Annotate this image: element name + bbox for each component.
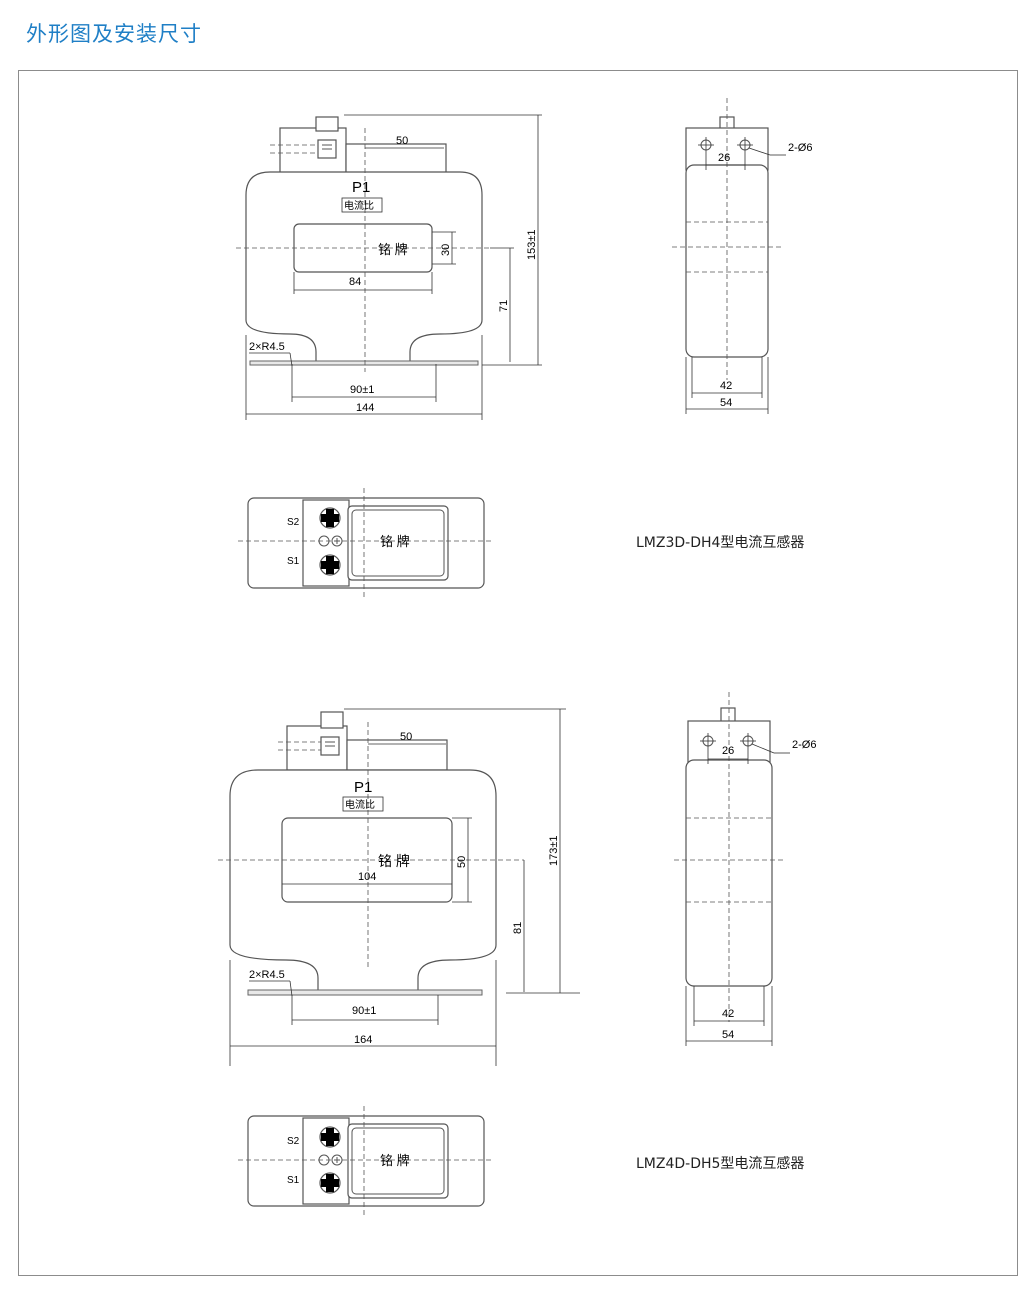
d2-ratio-label: 电流比 — [345, 798, 375, 811]
d2-dim-height: 173±1 — [548, 835, 560, 866]
d1-top-plate — [345, 143, 447, 175]
d2-dim-window-h: 50 — [456, 856, 468, 868]
d2-nameplate-label: 铭 牌 — [378, 853, 410, 869]
d2-front-view: P1 电流比 铭 牌 50 50 104 173±1 81 2×R4.5 90±… — [218, 708, 580, 1066]
d1-dim-center: 71 — [498, 300, 510, 312]
d2-top-plate — [346, 739, 448, 771]
d2-dim-radius: 2×R4.5 — [249, 969, 285, 981]
d1-dim-window-h: 30 — [440, 244, 452, 256]
d1-base-plate — [249, 360, 479, 366]
d1-dim-radius: 2×R4.5 — [249, 341, 285, 353]
d1-side-dim-inner: 42 — [720, 380, 732, 392]
d1-dim-top: 50 — [396, 135, 408, 147]
d1-caption: LMZ3D-DH4型电流互感器 — [636, 534, 804, 551]
d1-bottom-nameplate — [347, 505, 449, 581]
d2-side-dim-inner: 42 — [722, 1008, 734, 1020]
d2-side-dim-holes: 2-Ø6 — [792, 739, 816, 751]
d2-dim-width: 164 — [354, 1034, 372, 1046]
d2-side-dim-outer: 54 — [722, 1029, 734, 1041]
d1-dim-window-w: 84 — [349, 276, 361, 288]
d1-window — [293, 223, 433, 273]
d2-side-view: 26 2-Ø6 42 54 — [674, 692, 816, 1046]
d1-front-view: P1 电流比 铭 牌 50 30 84 153±1 71 2×R4.5 90± — [236, 114, 542, 420]
d1-side-dim-spacing: 26 — [718, 152, 730, 164]
d2-p1-label: P1 — [354, 779, 372, 796]
d1-dim-mount: 90±1 — [350, 384, 374, 396]
d2-side-dim-spacing: 26 — [722, 745, 734, 757]
d1-dim-height: 153±1 — [526, 229, 538, 260]
d2-caption: LMZ4D-DH5型电流互感器 — [636, 1155, 804, 1172]
d1-dim-width: 144 — [356, 402, 374, 414]
d1-side-view: 26 2-Ø6 42 54 — [672, 98, 812, 414]
d2-bottom-view: S2 S1 铭 牌 — [238, 1106, 494, 1216]
d1-s1-label: S1 — [287, 556, 300, 567]
d2-dim-mount: 90±1 — [352, 1005, 376, 1017]
d2-bottom-nameplate-label: 铭 牌 — [380, 1153, 410, 1168]
d2-terminal-tab — [320, 711, 344, 729]
d2-dim-top: 50 — [400, 731, 412, 743]
d1-side-dim-outer: 54 — [720, 397, 732, 409]
d1-bottom-view: S2 S1 铭 牌 — [238, 488, 494, 598]
d1-nameplate-label: 铭 牌 — [378, 242, 408, 257]
d2-bottom-nameplate — [347, 1123, 449, 1199]
page-title: 外形图及安装尺寸 — [26, 22, 202, 46]
d1-s2-label: S2 — [287, 517, 300, 528]
drawing-frame — [18, 70, 1018, 1276]
d2-dim-window-w: 104 — [358, 871, 376, 883]
d1-bottom-nameplate-label: 铭 牌 — [380, 534, 410, 549]
d2-dim-center: 81 — [512, 922, 524, 934]
d2-s1-label: S1 — [287, 1175, 300, 1186]
d1-terminal-tab — [315, 116, 339, 132]
d2-s2-label: S2 — [287, 1136, 300, 1147]
d1-ratio-label: 电流比 — [344, 199, 374, 212]
d1-side-dim-holes: 2-Ø6 — [788, 142, 812, 154]
d1-p1-label: P1 — [352, 179, 370, 196]
d2-base-plate — [247, 989, 483, 996]
